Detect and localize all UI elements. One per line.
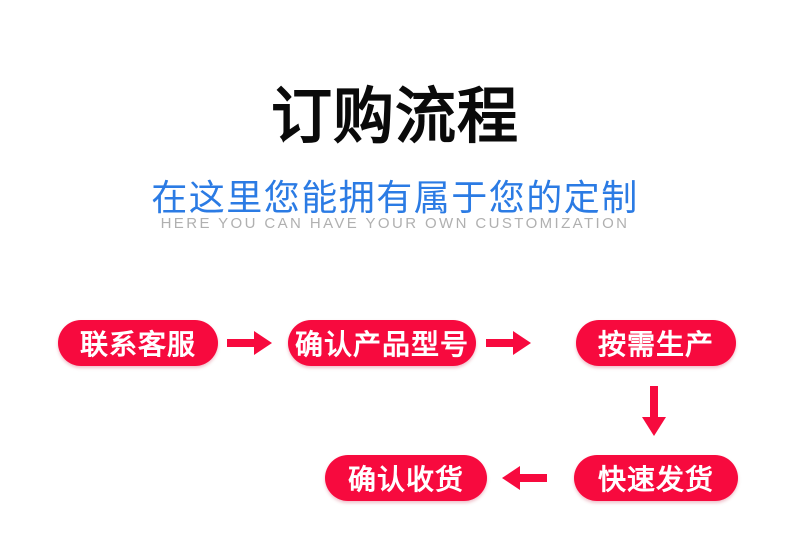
flow-step-confirm-model: 确认产品型号 <box>288 320 476 366</box>
section-subtitle-cn: 在这里您能拥有属于您的定制 <box>151 177 639 218</box>
section-title: 订购流程 <box>270 82 519 150</box>
arrow-right-icon <box>227 331 272 355</box>
arrow-right-icon <box>486 331 531 355</box>
flow-step-fast-shipping: 快速发货 <box>574 455 738 501</box>
section-subtitle-en: HERE YOU CAN HAVE YOUR OWN CUSTOMIZATION <box>160 215 630 232</box>
flow-step-confirm-receipt: 确认收货 <box>325 455 487 501</box>
flow-step-contact-service: 联系客服 <box>58 320 218 366</box>
flow-step-produce-on-demand: 按需生产 <box>576 320 736 366</box>
arrow-down-icon <box>642 386 666 436</box>
arrow-left-icon <box>502 466 547 490</box>
